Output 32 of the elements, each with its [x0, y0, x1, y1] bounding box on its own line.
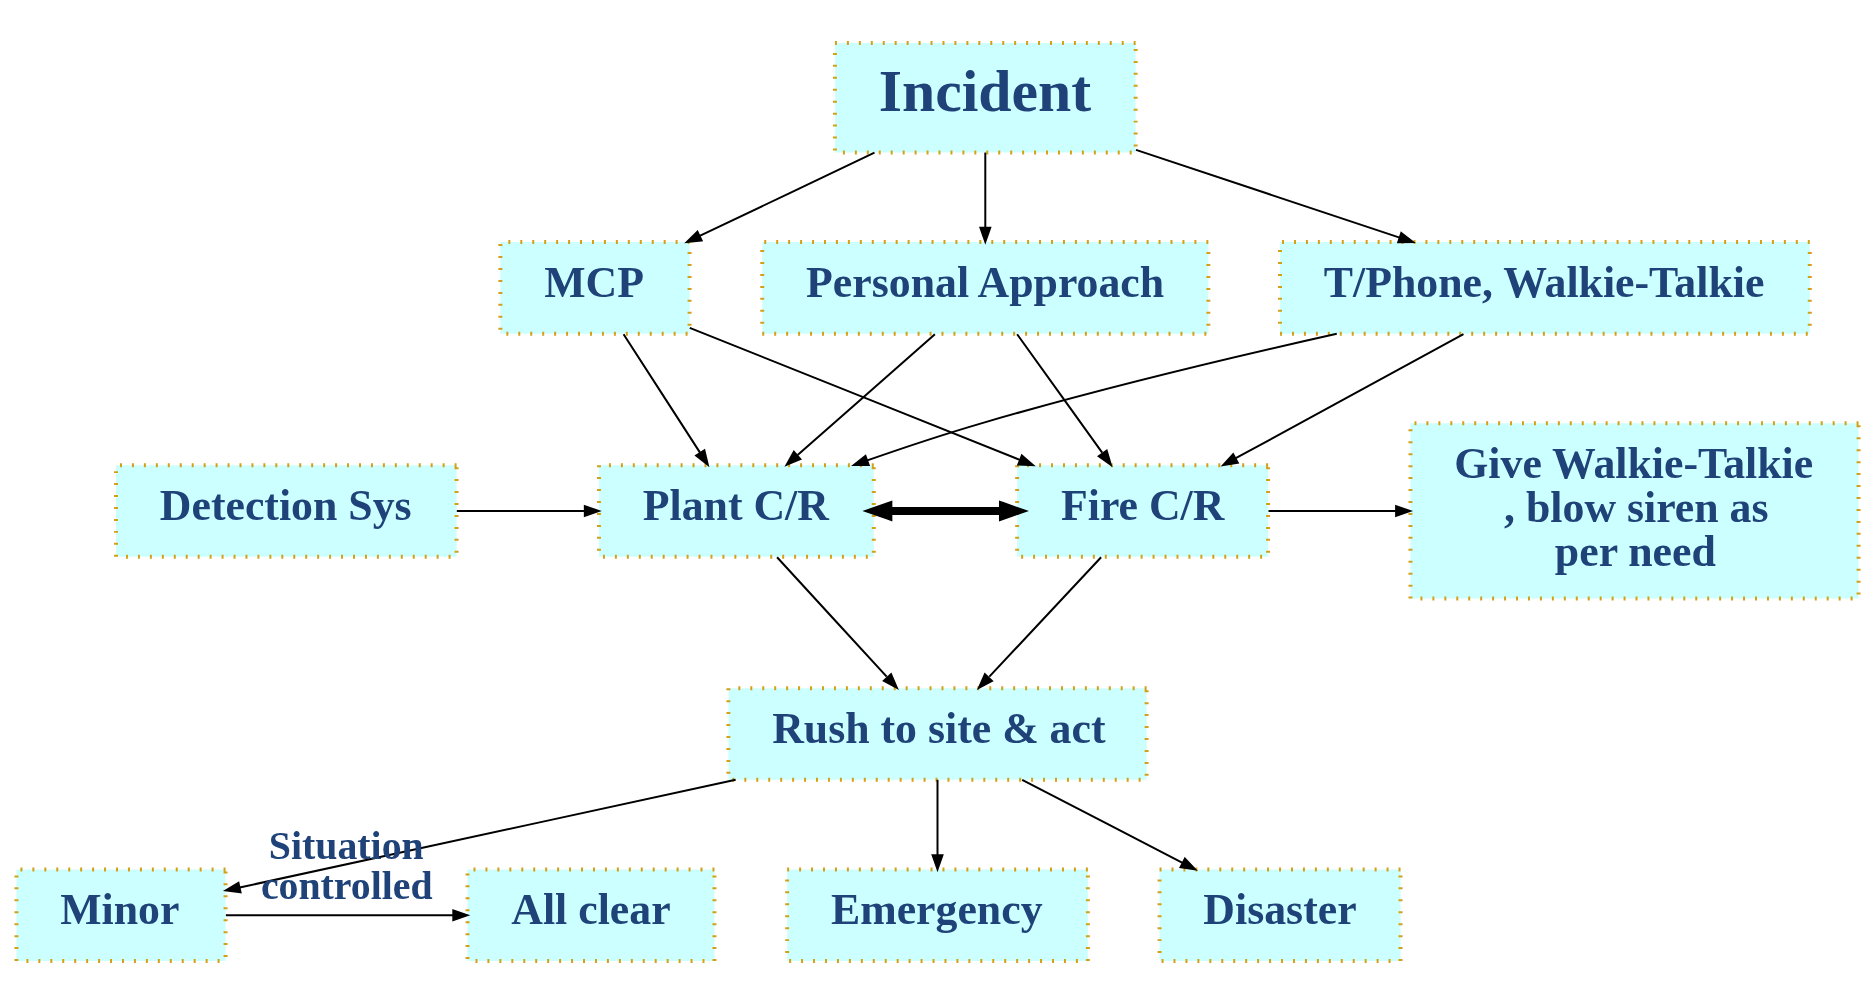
node-box: Plant C/R — [596, 462, 876, 559]
arrow — [784, 332, 936, 467]
arrow — [224, 908, 471, 921]
arrow — [222, 778, 737, 893]
node-box: Rush to site & act — [726, 685, 1149, 782]
node-box: MCP — [498, 239, 692, 336]
arrow — [862, 499, 1029, 521]
edge-label: Situation controlled — [260, 823, 433, 908]
node-box: Detection Sys — [114, 462, 459, 559]
arrow — [931, 778, 944, 872]
arrow — [1267, 504, 1414, 517]
arrow — [851, 332, 1338, 466]
node-box: T/Phone, Walkie-Talkie — [1278, 239, 1812, 336]
arrow — [976, 555, 1103, 690]
node-box: Emergency — [785, 866, 1090, 963]
node-box: Fire C/R — [1015, 462, 1271, 559]
arrow — [455, 504, 602, 517]
node-box: Disaster — [1157, 866, 1403, 963]
node-box: Give Walkie-Talkie , blow siren as per need — [1408, 420, 1861, 601]
arrow — [776, 555, 899, 690]
node-box: All clear — [465, 866, 717, 963]
node-box: Personal Approach — [760, 239, 1211, 336]
arrow — [688, 326, 1036, 466]
arrow — [622, 332, 710, 467]
arrow — [1220, 332, 1465, 467]
arrow — [1021, 778, 1198, 871]
node-box: Minor — [14, 866, 228, 963]
arrow — [1135, 148, 1416, 243]
node-box: Incident — [832, 40, 1138, 154]
arrow — [684, 151, 876, 243]
arrow — [979, 151, 992, 245]
arrow — [1016, 332, 1113, 467]
